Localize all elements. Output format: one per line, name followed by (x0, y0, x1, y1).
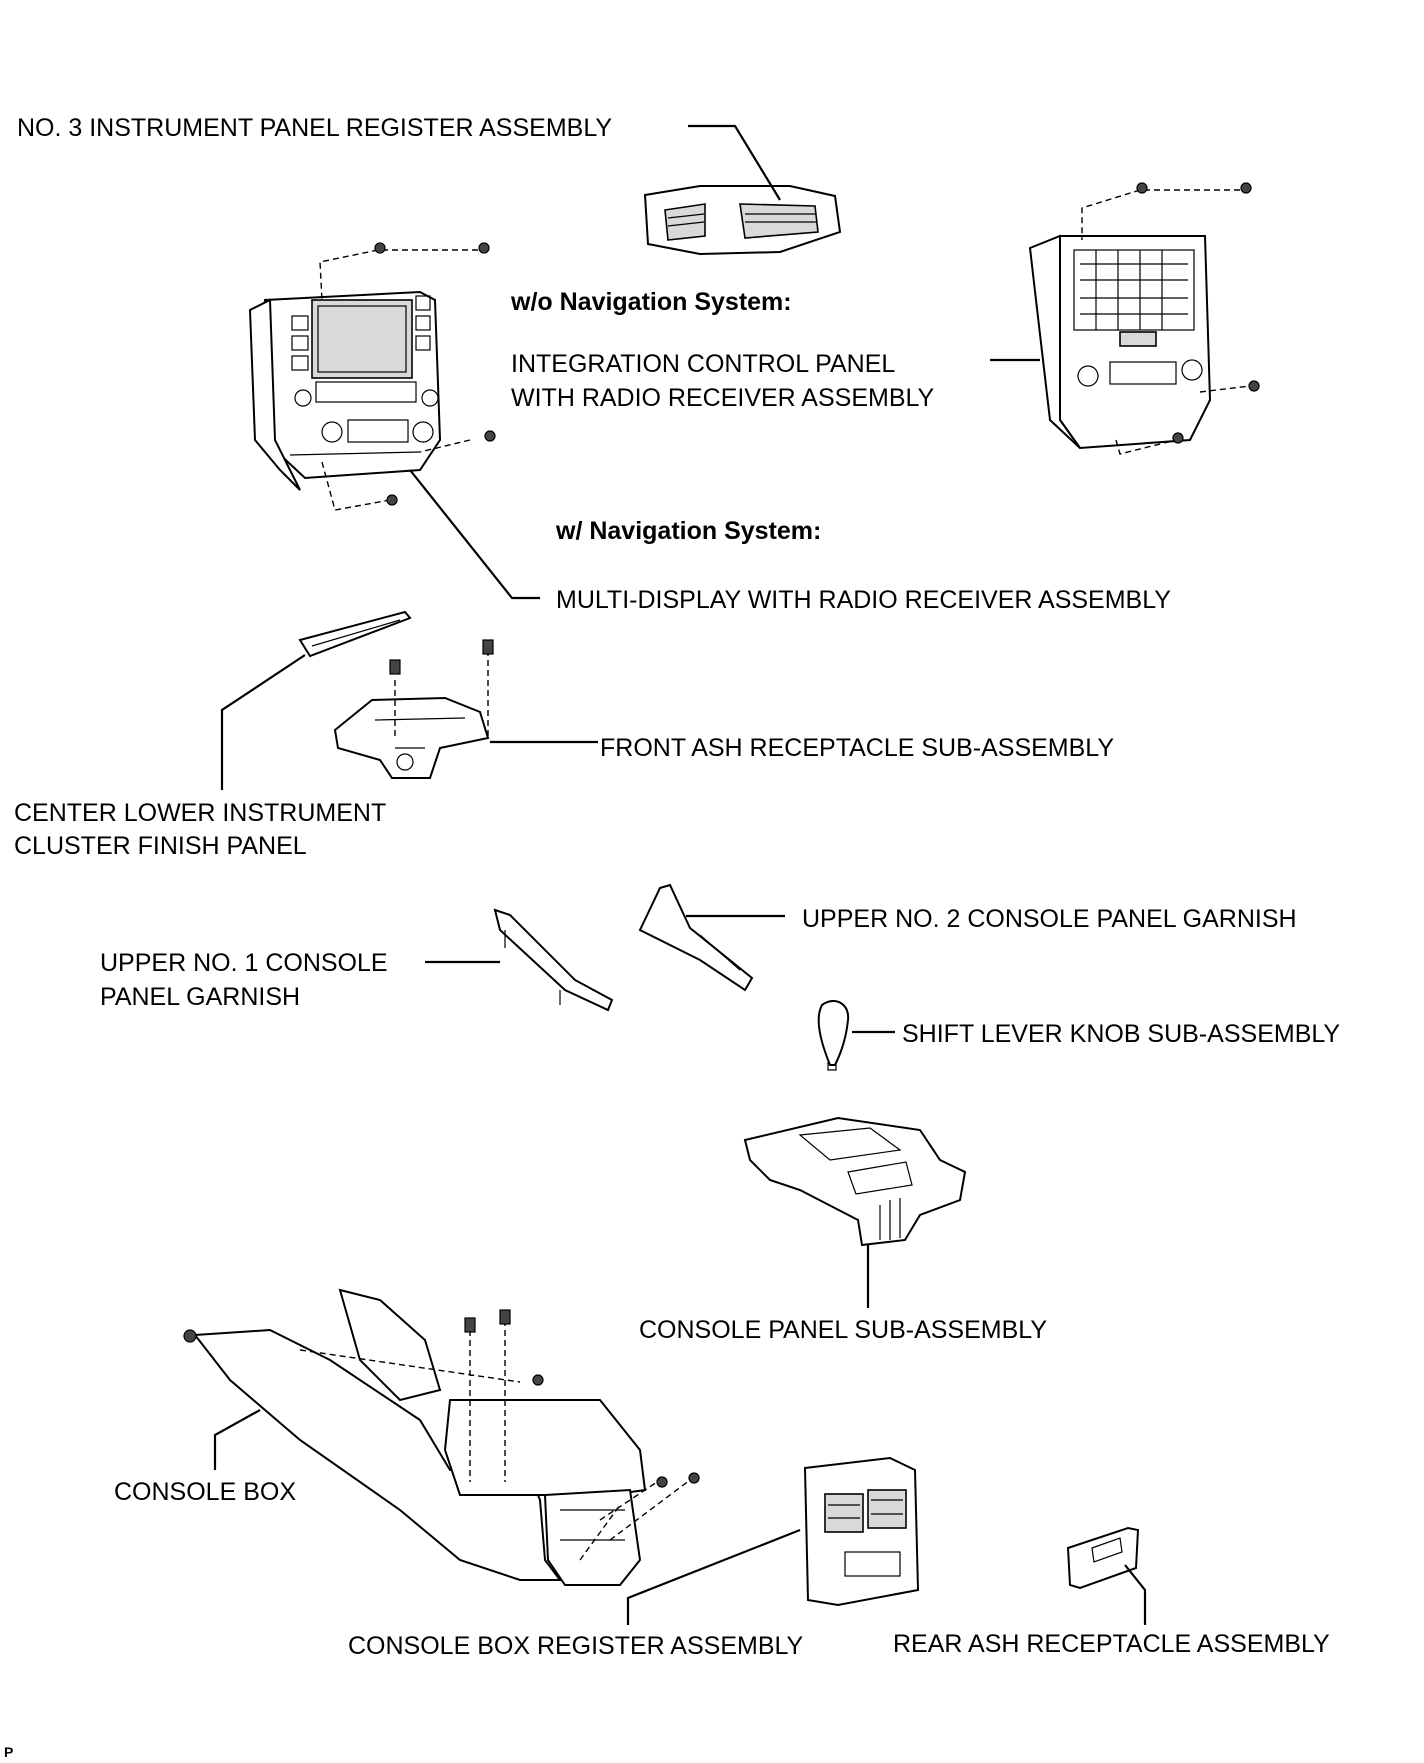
leader-multi-display (409, 469, 540, 600)
label-wo-nav: w/o Navigation System: (511, 288, 792, 316)
label-integration-line2: WITH RADIO RECEIVER ASSEMBLY (511, 384, 935, 412)
label-console-panel: CONSOLE PANEL SUB-ASSEMBLY (639, 1316, 1047, 1344)
label-upper-no1-line2: PANEL GARNISH (100, 983, 301, 1011)
radio-head-unit-icon (1028, 234, 1212, 450)
label-multi-display: MULTI-DISPLAY WITH RADIO RECEIVER ASSEMB… (556, 586, 1171, 614)
navigation-head-unit-icon (248, 290, 442, 491)
label-console-box-register: CONSOLE BOX REGISTER ASSEMBLY (348, 1632, 804, 1660)
label-console-box: CONSOLE BOX (114, 1478, 296, 1506)
label-center-lower-line2: CLUSTER FINISH PANEL (14, 832, 307, 860)
console-garnish-icon (493, 908, 614, 1012)
label-rear-ash: REAR ASH RECEPTACLE ASSEMBLY (893, 1630, 1330, 1658)
console-register-icon (803, 1456, 920, 1607)
label-upper-no1-line1: UPPER NO. 1 CONSOLE (100, 949, 388, 977)
console-garnish-icon (638, 883, 754, 992)
label-register-no3: NO. 3 INSTRUMENT PANEL REGISTER ASSEMBLY (17, 114, 613, 142)
screw-icon (389, 639, 494, 675)
leader-register-no3 (688, 124, 781, 201)
leader-rear-ash (1124, 1564, 1147, 1625)
screw-icon (374, 242, 496, 506)
screw-icon (183, 1309, 700, 1488)
corner-mark: P (4, 1744, 14, 1760)
console-panel-icon (743, 1116, 967, 1247)
label-front-ash: FRONT ASH RECEPTACLE SUB-ASSEMBLY (600, 734, 1115, 762)
rear-ash-receptacle-icon (1066, 1526, 1140, 1590)
screw-icon (1136, 182, 1260, 444)
label-w-nav: w/ Navigation System: (556, 517, 822, 545)
finish-panel-icon (298, 610, 412, 658)
label-upper-no2: UPPER NO. 2 CONSOLE PANEL GARNISH (802, 905, 1297, 933)
label-shift-knob: SHIFT LEVER KNOB SUB-ASSEMBLY (902, 1020, 1341, 1048)
leader-center-lower (220, 654, 306, 790)
leader-console-register (626, 1528, 801, 1625)
label-center-lower-line1: CENTER LOWER INSTRUMENT (14, 799, 387, 827)
air-register-icon (643, 185, 842, 256)
ash-receptacle-icon (333, 650, 490, 779)
label-integration-line1: INTEGRATION CONTROL PANEL (511, 350, 896, 378)
leader-console-box (213, 1409, 261, 1470)
shift-knob-icon (817, 1000, 850, 1071)
console-box-icon (193, 1288, 691, 1586)
